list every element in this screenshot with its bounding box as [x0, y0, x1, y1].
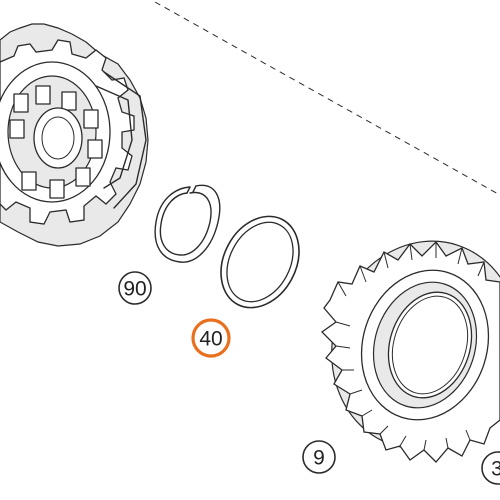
- snap-ring-part: [154, 184, 221, 263]
- assembly-axis-line: [154, 1, 500, 196]
- left-gear-cluster: [0, 23, 149, 247]
- callout-3-label: 3: [491, 458, 500, 481]
- callout-9-label: 9: [313, 447, 325, 470]
- callout-90[interactable]: 90: [118, 271, 152, 305]
- large-gear-part: [320, 240, 500, 463]
- callout-9[interactable]: 9: [302, 440, 336, 474]
- callout-40-highlighted[interactable]: 40: [191, 318, 231, 358]
- thrust-washer-part: [220, 215, 300, 309]
- callout-90-label: 90: [123, 278, 146, 301]
- callout-3-partial[interactable]: 3: [481, 451, 500, 485]
- callout-40-label: 40: [199, 328, 222, 351]
